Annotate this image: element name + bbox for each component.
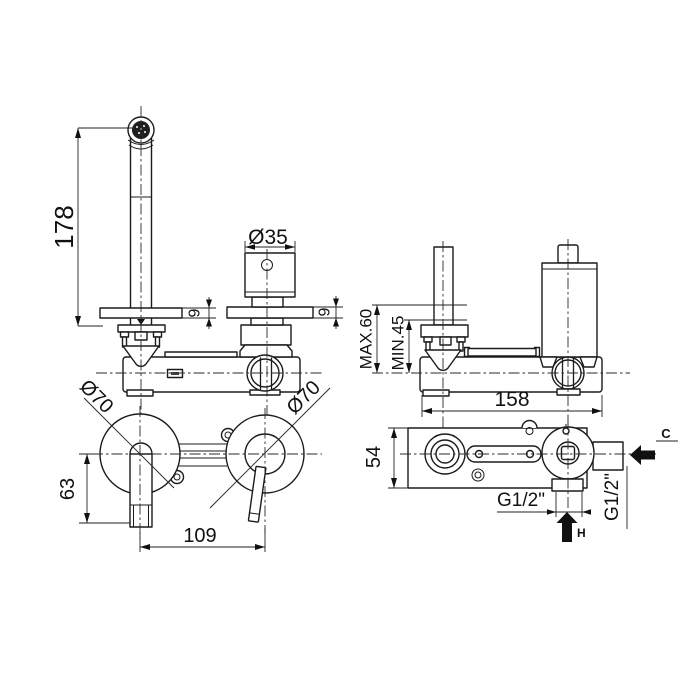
dim-label-d70-left: Ø70 (75, 376, 117, 418)
cartridge-cover (541, 262, 598, 358)
dim-depth-min: MIN.45 (389, 316, 467, 373)
dim-cold-inlet-thread: G1/2" (602, 466, 628, 529)
hot-arrow-icon (556, 512, 578, 542)
hot-inlet-arrow: H (556, 512, 586, 542)
dim-label-d35: Ø35 (248, 226, 288, 249)
dim-label-9-right: 9 (317, 307, 334, 316)
dim-handle-diameter: Ø35 (244, 226, 296, 252)
spout-stub-pipe (433, 246, 454, 326)
hot-inlet-port (551, 478, 584, 492)
dim-label-min45: MIN.45 (389, 316, 408, 371)
dim-spout-plate-thickness: 9 (182, 297, 216, 329)
spout-plate-side (420, 324, 469, 338)
cold-label: C (661, 426, 671, 441)
dim-label-54: 54 (363, 446, 385, 468)
cold-inlet-block (592, 441, 624, 471)
dim-body-length: 158 (421, 388, 603, 417)
dim-label-max60: MAX.60 (357, 309, 376, 369)
dim-label-g12-right: G1/2" (602, 473, 623, 521)
dim-label-109: 109 (183, 525, 216, 547)
dim-center-distance: 109 (139, 525, 266, 552)
body-slot-insert (171, 372, 179, 375)
dim-spout-drop: 63 (57, 453, 130, 524)
dim-hot-inlet-thread: G1/2" (497, 490, 591, 517)
view-side-rough-in: MAX.60 MIN.45 158 (357, 239, 630, 430)
supply-tube (467, 347, 537, 357)
mounting-hole-top (525, 427, 534, 435)
view-plan-rough-in: 54 G1/2" G1/2" C H (363, 419, 678, 542)
dim-label-178: 178 (49, 205, 79, 248)
body-top-tab (164, 351, 238, 358)
dim-depth-max: MAX.60 (357, 304, 467, 373)
view-front-rough-in: Ø70 Ø70 63 109 (57, 376, 331, 552)
cold-arrow-icon (630, 445, 655, 465)
cold-inlet-arrow: C (630, 426, 678, 465)
dim-label-63: 63 (57, 478, 79, 500)
spout-bracket (117, 324, 166, 333)
handle-lever (247, 465, 267, 523)
dim-label-158: 158 (494, 388, 529, 411)
dim-spout-height: 178 (49, 127, 134, 327)
dim-body-height: 54 (363, 427, 409, 489)
handle-base (240, 324, 292, 346)
handle-knob (244, 252, 296, 298)
handle-wall-plate (226, 306, 314, 319)
dim-label-g12-bottom: G1/2" (497, 490, 545, 511)
dim-label-9-left: 9 (187, 308, 204, 317)
mounting-tab-bottom (471, 468, 485, 482)
view-front-trim: 178 Ø35 9 9 (49, 106, 343, 432)
body-foot-left (126, 389, 154, 397)
hot-label: H (577, 526, 586, 540)
dim-handle-plate-thickness: 9 (313, 296, 343, 329)
